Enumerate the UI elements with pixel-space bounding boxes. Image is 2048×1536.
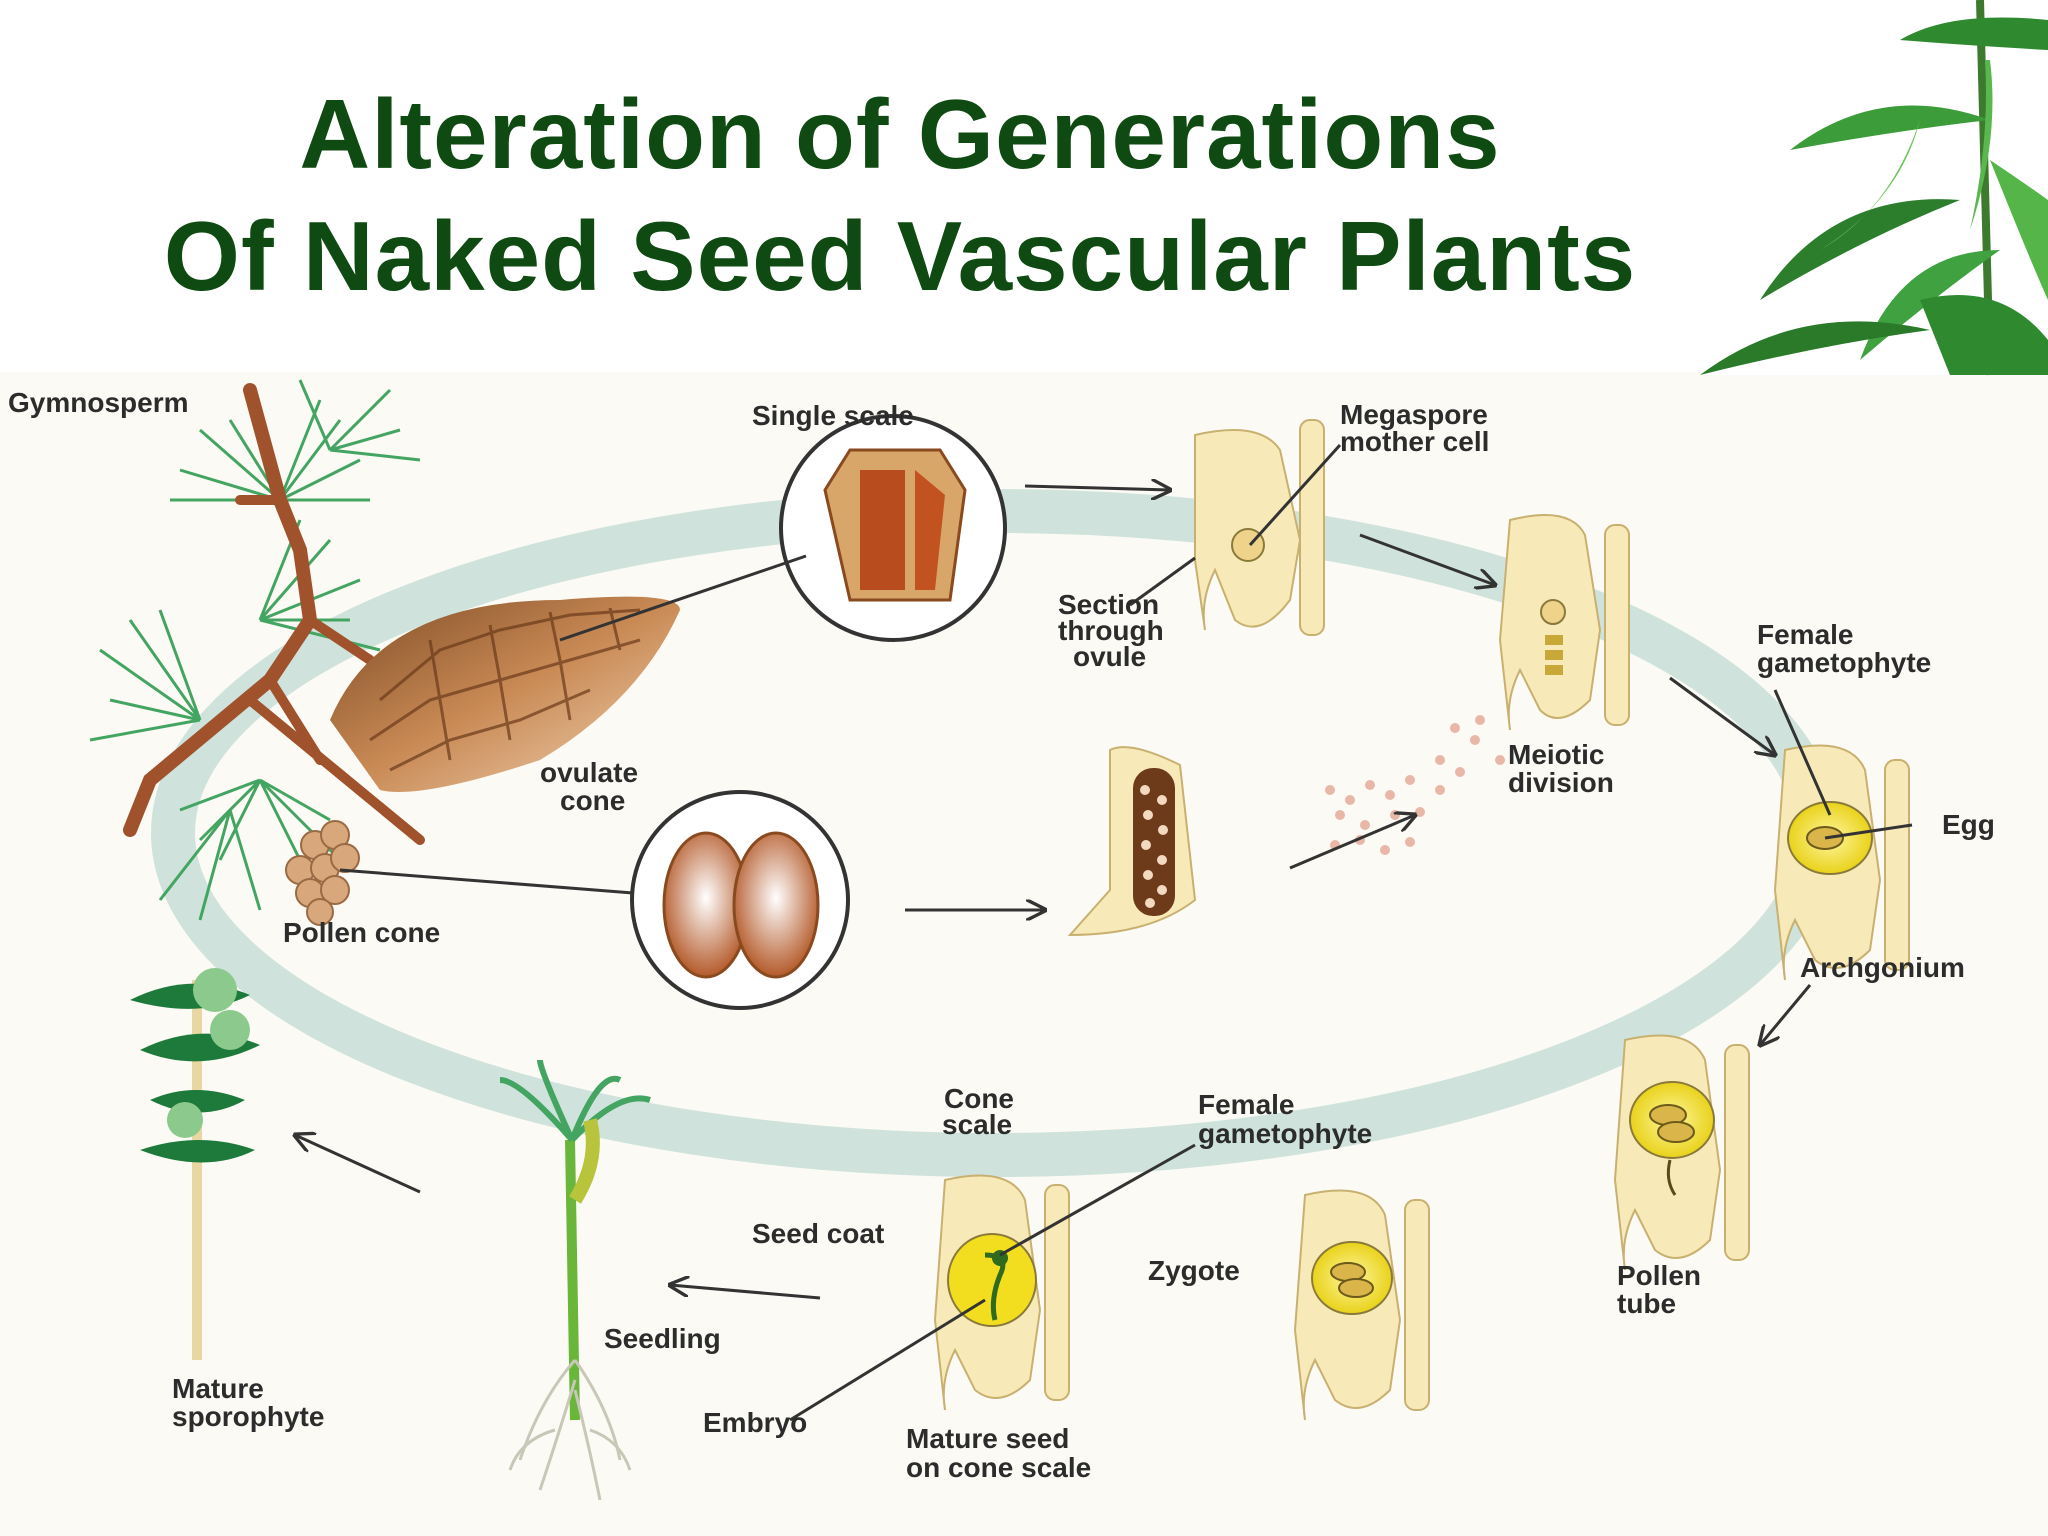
page-title-line-1: Alteration of Generations	[299, 79, 1501, 189]
ovule-section-meiosis	[1498, 514, 1630, 731]
label-gymnosperm: Gymnosperm	[8, 387, 189, 418]
label-section-2: through	[1058, 615, 1164, 646]
label-single-scale: Single scale	[752, 400, 914, 431]
microsporangium-section	[1067, 746, 1197, 937]
label-female-gametophyte-bottom-1: Female	[1198, 1089, 1295, 1120]
diagram-labels: Gymnosperm Single scale Megaspore mother…	[8, 387, 1995, 1483]
seedling-illustration	[499, 1059, 651, 1501]
label-mature-seed-2: on cone scale	[906, 1452, 1091, 1483]
label-pollen-tube-1: Pollen	[1617, 1260, 1701, 1291]
single-scale-magnified	[559, 414, 1007, 642]
gymnosperm-branch-illustration	[89, 379, 680, 926]
pollen-sac-magnified	[339, 790, 850, 1010]
label-seed-coat: Seed coat	[752, 1218, 884, 1249]
label-female-gametophyte-bottom-2: gametophyte	[1198, 1118, 1372, 1149]
label-section-3: ovule	[1073, 641, 1146, 672]
label-seedling: Seedling	[604, 1323, 721, 1354]
label-mature-sporophyte-1: Mature	[172, 1373, 264, 1404]
label-female-gametophyte-top-2: gametophyte	[1757, 647, 1931, 678]
page-title-line-2: Of Naked Seed Vascular Plants	[163, 201, 1637, 311]
label-embryo: Embryo	[703, 1407, 807, 1438]
label-archegonium: Archgonium	[1800, 952, 1965, 983]
label-meiotic-2: division	[1508, 767, 1614, 798]
label-cone-scale-2: scale	[942, 1109, 1012, 1140]
label-ovulate-1: ovulate	[540, 757, 638, 788]
label-section-1: Section	[1058, 589, 1159, 620]
label-megaspore-2: mother cell	[1340, 426, 1489, 457]
cycle-arrows	[295, 486, 1812, 1300]
bamboo-leaves-decoration	[1700, 0, 2048, 376]
label-megaspore-1: Megaspore	[1340, 399, 1488, 430]
label-mature-seed-1: Mature seed	[906, 1423, 1069, 1454]
label-mature-sporophyte-2: sporophyte	[172, 1401, 324, 1432]
mature-seed-illustration	[789, 1143, 1196, 1422]
microspores-scatter	[1325, 715, 1505, 855]
ovule-section-zygote	[1293, 1189, 1430, 1421]
label-zygote: Zygote	[1148, 1255, 1240, 1286]
mature-sporophyte-tree	[130, 968, 260, 1360]
ovule-section-megaspore	[1129, 419, 1342, 636]
label-cone-scale-1: Cone	[944, 1083, 1014, 1114]
label-egg: Egg	[1942, 809, 1995, 840]
ovule-section-female-gametophyte	[1773, 689, 1913, 981]
ovule-section-pollen-tube	[1613, 1034, 1750, 1271]
label-meiotic-1: Meiotic	[1508, 739, 1604, 770]
label-ovulate-2: cone	[560, 785, 625, 816]
label-female-gametophyte-top-1: Female	[1757, 619, 1854, 650]
label-pollen-tube-2: tube	[1617, 1288, 1676, 1319]
label-pollen-cone: Pollen cone	[283, 917, 440, 948]
